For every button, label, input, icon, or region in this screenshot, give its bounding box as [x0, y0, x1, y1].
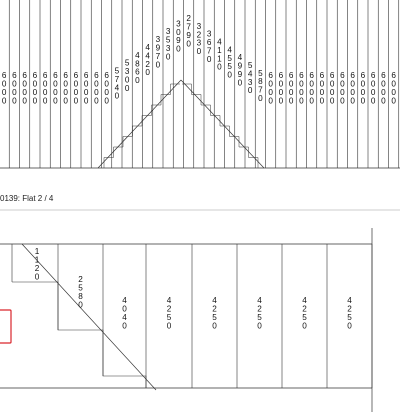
stair-steps-left	[103, 83, 180, 168]
stair-diagonal	[21, 243, 157, 391]
stair-steps-right	[182, 83, 259, 168]
roof-slope-left	[97, 79, 182, 169]
sheet-caption: 0139: Flat 2 / 4	[0, 194, 54, 203]
selection-highlight-box	[0, 309, 12, 344]
step-outline	[12, 281, 147, 388]
